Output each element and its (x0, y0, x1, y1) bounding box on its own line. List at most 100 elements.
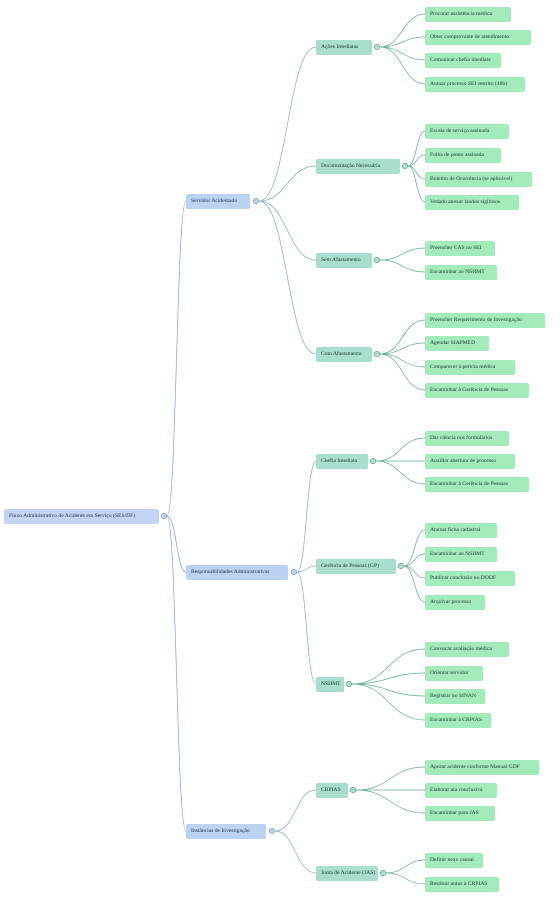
category-node-0-0-label: Ações Imediatas (321, 43, 359, 50)
leaf-node-1-1-3-label: Arquivar processo (430, 598, 472, 605)
link-cat-0-1-leaf-1 (407, 154, 426, 167)
leaf-node-0-3-2[interactable]: Comparecer à perícia médica (425, 359, 515, 375)
leaf-node-0-3-0-label: Preencher Requerimento de Investigação (430, 316, 522, 323)
category-0-1-collapse-icon[interactable]: ‹ (402, 163, 408, 169)
leaf-node-0-0-1-label: Obter comprovante de atendimento (430, 33, 510, 40)
leaf-node-2-0-0-label: Apurar acidente conforme Manual GDF (430, 763, 520, 770)
category-node-1-2[interactable]: NSHMT (316, 676, 344, 692)
group-node-0[interactable]: Servidor Acidentado (186, 193, 250, 209)
link-cat-1-1-leaf-2 (403, 565, 426, 579)
link-cat-0-1-leaf-2 (407, 165, 426, 180)
category-0-3-collapse-icon[interactable]: ‹ (374, 351, 380, 357)
category-node-2-0[interactable]: CRPIAS (316, 782, 348, 798)
leaf-node-0-1-1[interactable]: Folha de ponto assinada (425, 147, 501, 163)
leaf-node-2-0-0[interactable]: Apurar acidente conforme Manual GDF (425, 759, 539, 775)
leaf-node-2-0-2[interactable]: Encaminhar para JAS (425, 805, 495, 821)
category-1-1-collapse-icon[interactable]: ‹ (398, 563, 404, 569)
leaf-node-1-0-2[interactable]: Encaminhar à Gerência de Pessoas (425, 476, 529, 492)
group-2-collapse-icon[interactable]: ‹ (269, 828, 275, 834)
root-node[interactable]: Fluxo Administrativo de Acidente em Serv… (4, 508, 159, 524)
link-cat-0-3-leaf-0 (379, 319, 426, 355)
leaf-node-0-1-0[interactable]: Escala de serviço assinada (425, 123, 509, 139)
leaf-node-1-1-0[interactable]: Anexar ficha cadastral (425, 522, 497, 538)
leaf-node-0-2-0[interactable]: Preencher CAS no SEI (425, 240, 495, 256)
link-group-0-cat-3 (258, 200, 317, 355)
category-node-2-1[interactable]: Junta de Acidente (JAS) (316, 865, 378, 881)
group-node-2[interactable]: Instâncias de Investigação (186, 823, 266, 839)
category-1-2-collapse-icon[interactable]: ‹ (346, 681, 352, 687)
link-group-2-cat-1 (274, 830, 317, 874)
leaf-node-0-1-2-label: Boletim de Ocorrência (se aplicável) (430, 175, 513, 182)
category-node-0-1[interactable]: Documentação Necessária (316, 158, 400, 174)
leaf-node-1-1-3[interactable]: Arquivar processo (425, 594, 485, 610)
leaf-node-0-2-1[interactable]: Encaminhar ao NSHMT (425, 264, 497, 280)
group-node-0-label: Servidor Acidentado (191, 197, 238, 204)
link-cat-0-2-leaf-0 (379, 247, 426, 261)
leaf-node-1-2-2[interactable]: Registrar no SINAN (425, 688, 485, 704)
root-node-label: Fluxo Administrativo de Acidente em Serv… (9, 512, 136, 519)
link-root-group-2 (166, 515, 187, 832)
leaf-node-0-0-0[interactable]: Procurar assistência médica (425, 6, 511, 22)
category-node-0-0[interactable]: Ações Imediatas (316, 39, 372, 55)
group-0-collapse-icon[interactable]: ‹ (253, 198, 259, 204)
leaf-node-0-0-1[interactable]: Obter comprovante de atendimento (425, 29, 531, 45)
link-group-1-cat-0 (296, 460, 317, 573)
link-group-0-cat-1 (258, 165, 317, 202)
leaf-node-2-1-1-label: Restituir autos à CRPIAS (430, 880, 488, 887)
leaf-node-0-1-1-label: Folha de ponto assinada (430, 151, 484, 158)
leaf-node-0-2-0-label: Preencher CAS no SEI (430, 244, 482, 251)
leaf-node-1-0-0[interactable]: Dar ciência nos formulários (425, 430, 509, 446)
group-node-1-label: Responsabilidades Administrativas (191, 568, 270, 575)
leaf-node-1-2-3-label: Encaminhar à CRPIAS (430, 716, 482, 723)
leaf-node-1-1-2[interactable]: Publicar conclusão no DODF (425, 570, 515, 586)
link-cat-1-2-leaf-1 (351, 672, 426, 685)
leaf-node-1-1-1[interactable]: Encaminhar ao NSHMT (425, 546, 497, 562)
leaf-node-0-3-1-label: Agendar SIAPMED (430, 339, 476, 346)
leaf-node-2-1-0-label: Definir nexo causal (430, 856, 474, 863)
leaf-node-2-1-1[interactable]: Restituir autos à CRPIAS (425, 876, 499, 892)
link-cat-0-0-leaf-0 (379, 13, 426, 48)
leaf-node-0-0-3[interactable]: Autuar processo SEI restrito (48h) (425, 76, 525, 92)
link-cat-0-1-leaf-3 (407, 165, 426, 203)
category-1-0-collapse-icon[interactable]: ‹ (370, 458, 376, 464)
link-cat-0-0-leaf-2 (379, 46, 426, 61)
leaf-node-0-0-3-label: Autuar processo SEI restrito (48h) (430, 80, 508, 87)
link-cat-0-1-leaf-0 (407, 130, 426, 167)
link-cat-0-3-leaf-3 (379, 353, 426, 391)
leaf-node-0-3-1[interactable]: Agendar SIAPMED (425, 335, 489, 351)
link-cat-0-0-leaf-1 (379, 36, 426, 48)
link-cat-1-1-leaf-0 (403, 529, 426, 567)
leaf-node-0-3-2-label: Comparecer à perícia médica (430, 363, 496, 370)
category-node-0-2[interactable]: Sem Afastamento (316, 252, 372, 268)
link-group-0-cat-0 (258, 46, 317, 202)
leaf-node-0-1-2[interactable]: Boletim de Ocorrência (se aplicável) (425, 171, 532, 187)
leaf-node-0-3-3[interactable]: Encaminhar à Gerência de Pessoas (425, 382, 529, 398)
link-cat-0-0-leaf-3 (379, 46, 426, 85)
category-0-2-collapse-icon[interactable]: ‹ (374, 257, 380, 263)
leaf-node-2-0-1[interactable]: Elaborar ata conclusiva (425, 782, 497, 798)
category-node-0-3[interactable]: Com Afastamento (316, 346, 372, 362)
link-group-1-cat-1 (296, 565, 317, 573)
leaf-node-0-1-3[interactable]: Vedado anexar laudos sigilosos (425, 194, 519, 210)
category-0-0-collapse-icon[interactable]: ‹ (374, 44, 380, 50)
leaf-node-2-1-0[interactable]: Definir nexo causal (425, 852, 483, 868)
category-node-0-3-label: Com Afastamento (321, 350, 362, 357)
leaf-node-0-0-0-label: Procurar assistência médica (430, 10, 493, 17)
leaf-node-1-2-1[interactable]: Orientar servidor (425, 665, 483, 681)
category-node-0-1-label: Documentação Necessária (321, 162, 381, 169)
link-cat-1-1-leaf-3 (403, 565, 426, 603)
category-node-1-1[interactable]: Gerência de Pessoas (GP) (316, 558, 396, 574)
group-1-collapse-icon[interactable]: ‹ (291, 569, 297, 575)
link-cat-1-1-leaf-1 (403, 553, 426, 567)
leaf-node-1-2-3[interactable]: Encaminhar à CRPIAS (425, 712, 491, 728)
category-2-1-collapse-icon[interactable]: ‹ (380, 870, 386, 876)
category-2-0-collapse-icon[interactable]: ‹ (350, 787, 356, 793)
root-collapse-icon[interactable]: ‹ (161, 513, 167, 519)
leaf-node-0-3-0[interactable]: Preencher Requerimento de Investigação (425, 312, 545, 328)
link-cat-1-2-leaf-3 (351, 683, 426, 721)
group-node-1[interactable]: Responsabilidades Administrativas (186, 564, 288, 580)
leaf-node-1-0-1[interactable]: Auxiliar abertura de processo (425, 453, 515, 469)
leaf-node-0-0-2[interactable]: Comunicar chefia imediata (425, 52, 501, 68)
leaf-node-1-2-0[interactable]: Convocar avaliação médica (425, 641, 509, 657)
category-node-1-0[interactable]: Chefia Imediata (316, 453, 368, 469)
